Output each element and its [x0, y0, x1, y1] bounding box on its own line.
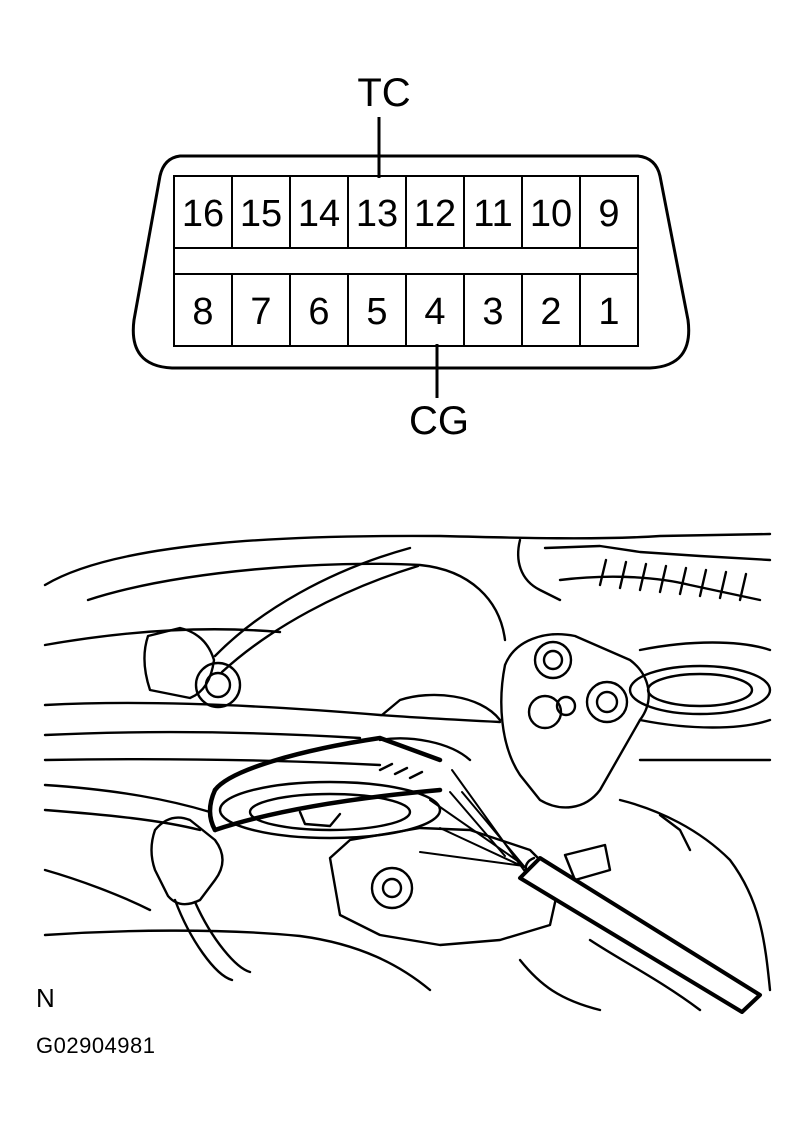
pin-number: 2: [540, 291, 561, 333]
corner-letter: N: [36, 983, 55, 1013]
pin-number: 8: [192, 291, 213, 333]
pin-number: 12: [414, 193, 456, 235]
connector-housing: [131, 154, 691, 370]
pin-number: 16: [182, 193, 224, 235]
pin-number: 15: [240, 193, 282, 235]
pin-number: 14: [298, 193, 340, 235]
pin-number: 4: [424, 291, 445, 333]
pin-number: 3: [482, 291, 503, 333]
pin-number: 1: [598, 291, 619, 333]
pin-number: 5: [366, 291, 387, 333]
tc-label: TC: [357, 71, 410, 115]
engine-bay-illustration: [43, 532, 772, 1014]
figure-id: G02904981: [36, 1033, 156, 1058]
cg-label: CG: [409, 399, 469, 443]
pin-number: 11: [473, 193, 512, 235]
pin-number: 7: [250, 291, 271, 333]
pin-number: 9: [598, 193, 619, 235]
pin-number: 6: [308, 291, 329, 333]
pin-row-separator: [173, 247, 639, 275]
pin-number: 13: [356, 193, 398, 235]
pin-number: 10: [530, 193, 572, 235]
